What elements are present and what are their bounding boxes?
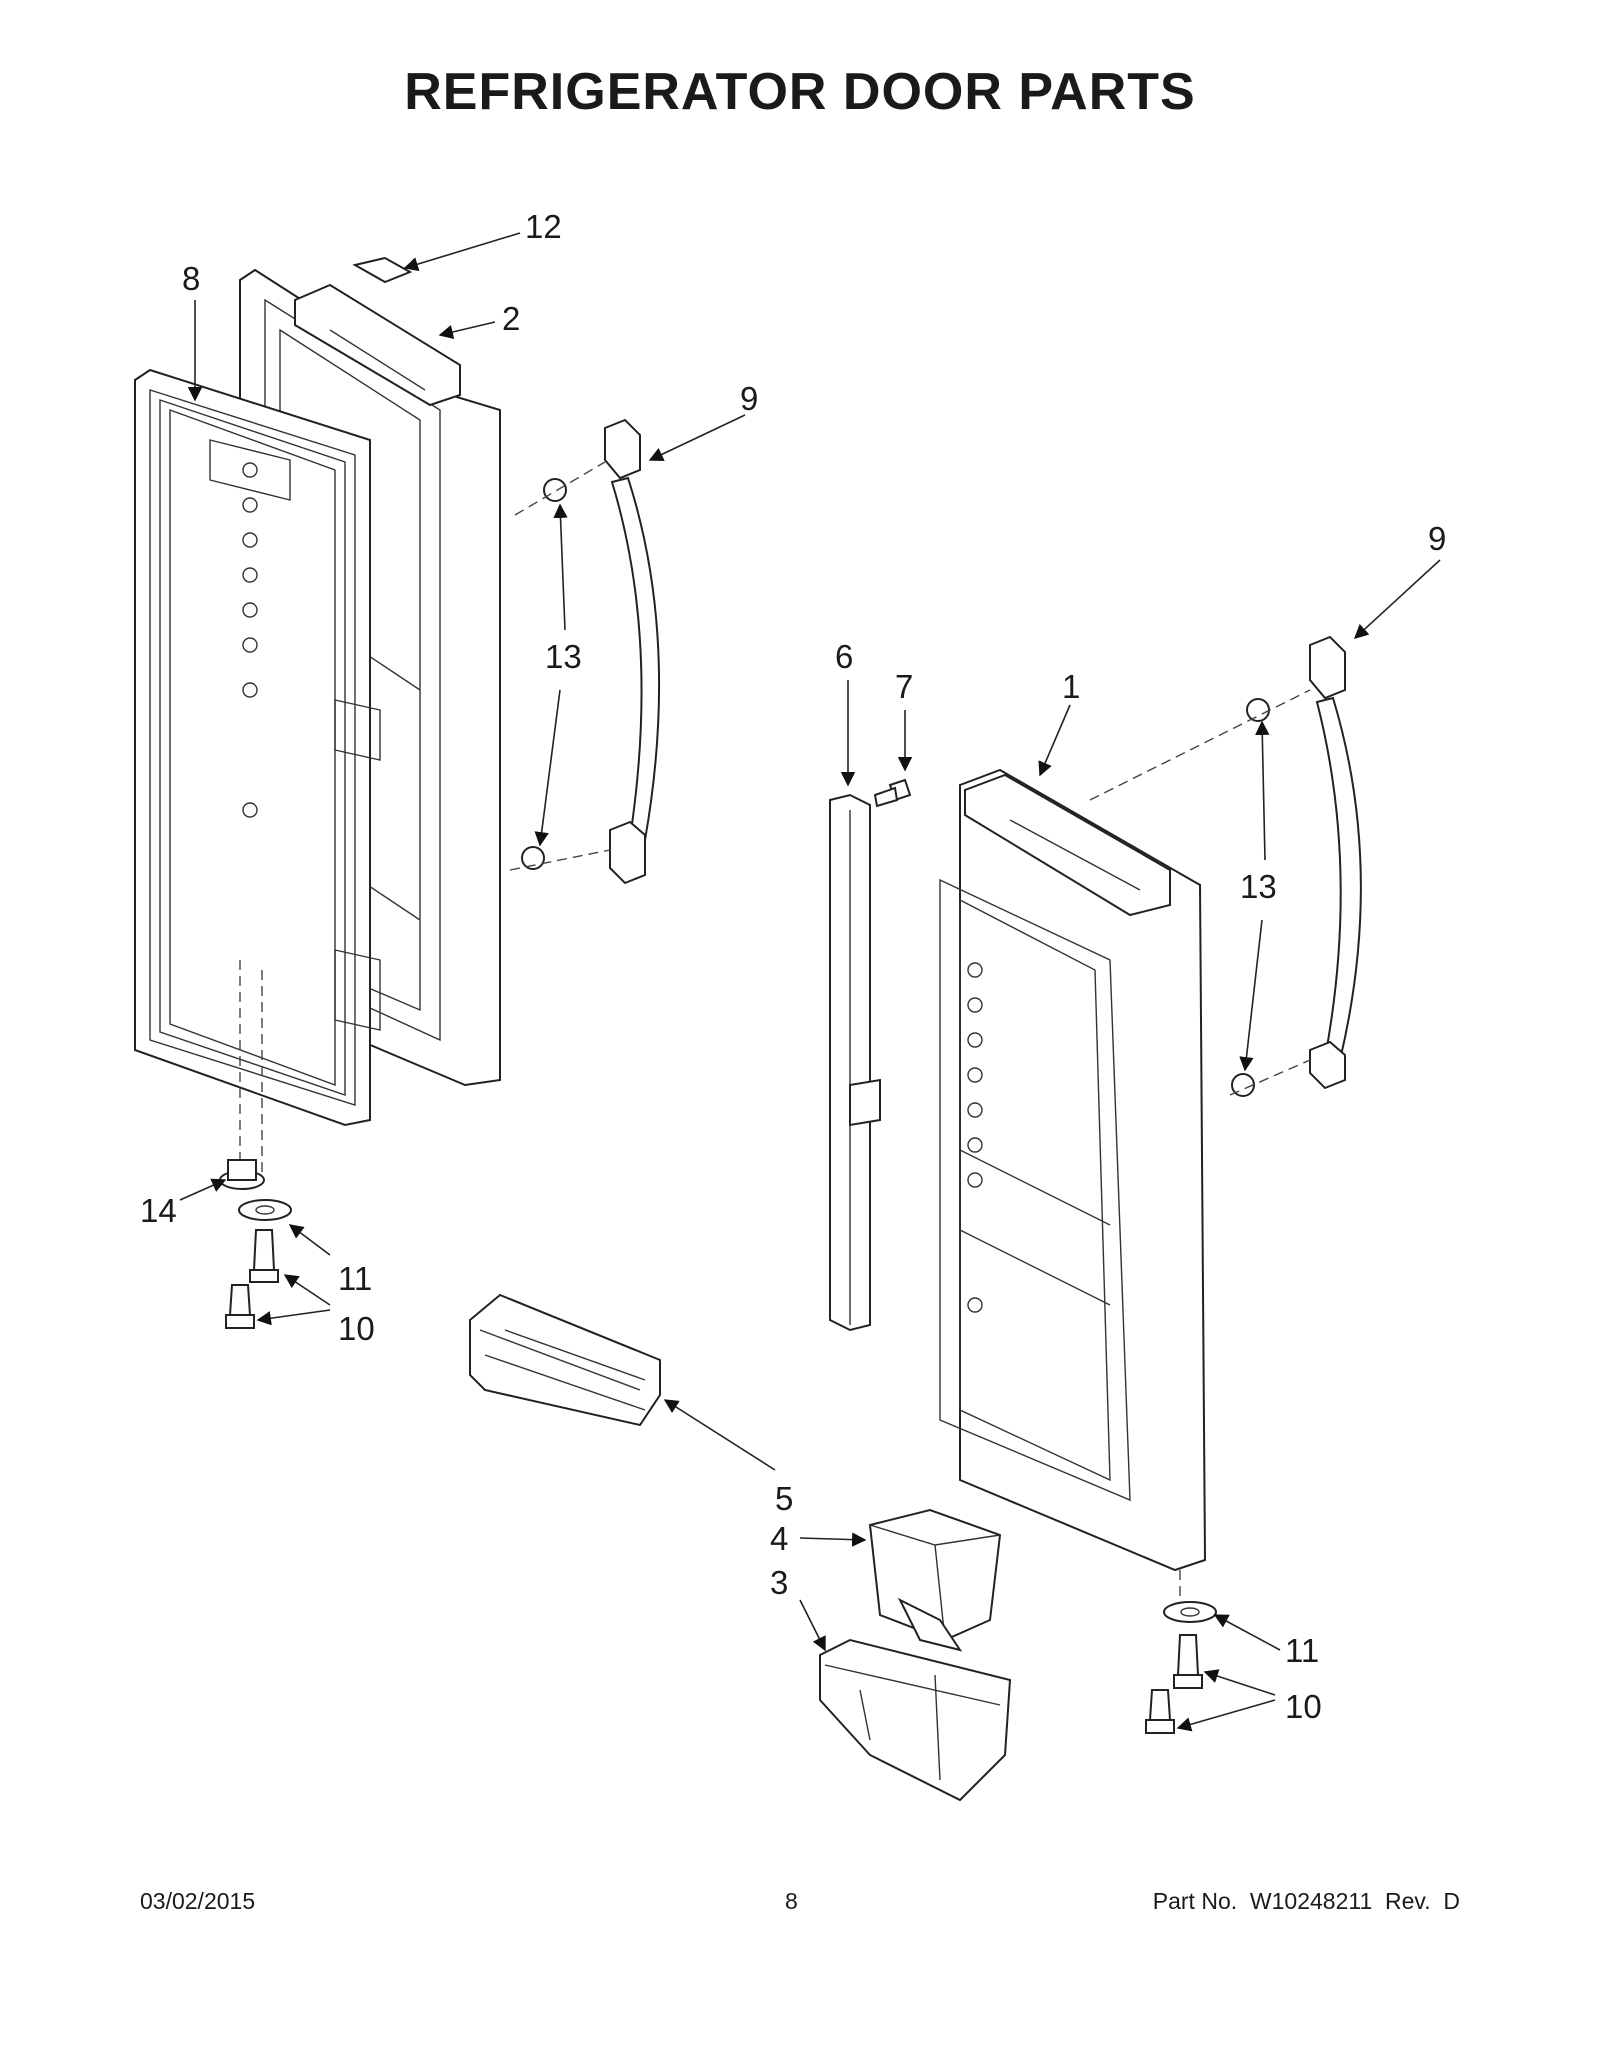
footer-date: 03/02/2015 <box>140 1888 256 1914</box>
footer-page-number: 8 <box>785 1888 798 1914</box>
right-door-liner <box>939 768 1207 1572</box>
callout-11-right: 11 <box>1285 1632 1319 1669</box>
exploded-parts-diagram: 12 8 2 9 9 13 13 6 7 1 14 11 10 5 4 3 11… <box>134 208 1446 1802</box>
callout-11-left: 11 <box>338 1260 372 1297</box>
callout-5: 5 <box>775 1480 793 1517</box>
callout-1: 1 <box>1062 668 1080 705</box>
callout-leaders <box>179 232 1441 1732</box>
callout-7: 7 <box>895 668 913 705</box>
left-door-gasket <box>134 368 381 1127</box>
left-handle-gasket <box>352 256 413 284</box>
callout-3: 3 <box>770 1564 788 1601</box>
callout-13-right: 13 <box>1240 868 1277 905</box>
right-hinge-assembly <box>1145 1570 1217 1734</box>
callout-14: 14 <box>140 1192 177 1229</box>
right-shelf-stops <box>967 962 983 1313</box>
callout-12: 12 <box>525 208 562 245</box>
mullion-strip <box>829 778 912 1332</box>
callout-2: 2 <box>502 300 520 337</box>
callout-10-right: 10 <box>1285 1688 1322 1725</box>
footer-part-number: Part No. W10248211 Rev. D <box>1152 1888 1460 1914</box>
callout-9-right: 9 <box>1428 520 1446 557</box>
door-bin <box>469 1293 661 1427</box>
left-hinge-assembly <box>219 960 292 1329</box>
callout-9-left: 9 <box>740 380 758 417</box>
left-door-handle <box>509 418 661 885</box>
large-bin <box>819 1638 1012 1802</box>
right-door-handle <box>1089 635 1362 1097</box>
page-title: REFRIGERATOR DOOR PARTS <box>404 63 1196 121</box>
left-shelf-stops <box>242 462 258 818</box>
callout-4: 4 <box>770 1520 788 1557</box>
small-bin <box>868 1508 1002 1652</box>
callout-6: 6 <box>835 638 853 675</box>
callout-8: 8 <box>182 260 200 297</box>
callout-10-left: 10 <box>338 1310 375 1347</box>
callout-13-left: 13 <box>545 638 582 675</box>
